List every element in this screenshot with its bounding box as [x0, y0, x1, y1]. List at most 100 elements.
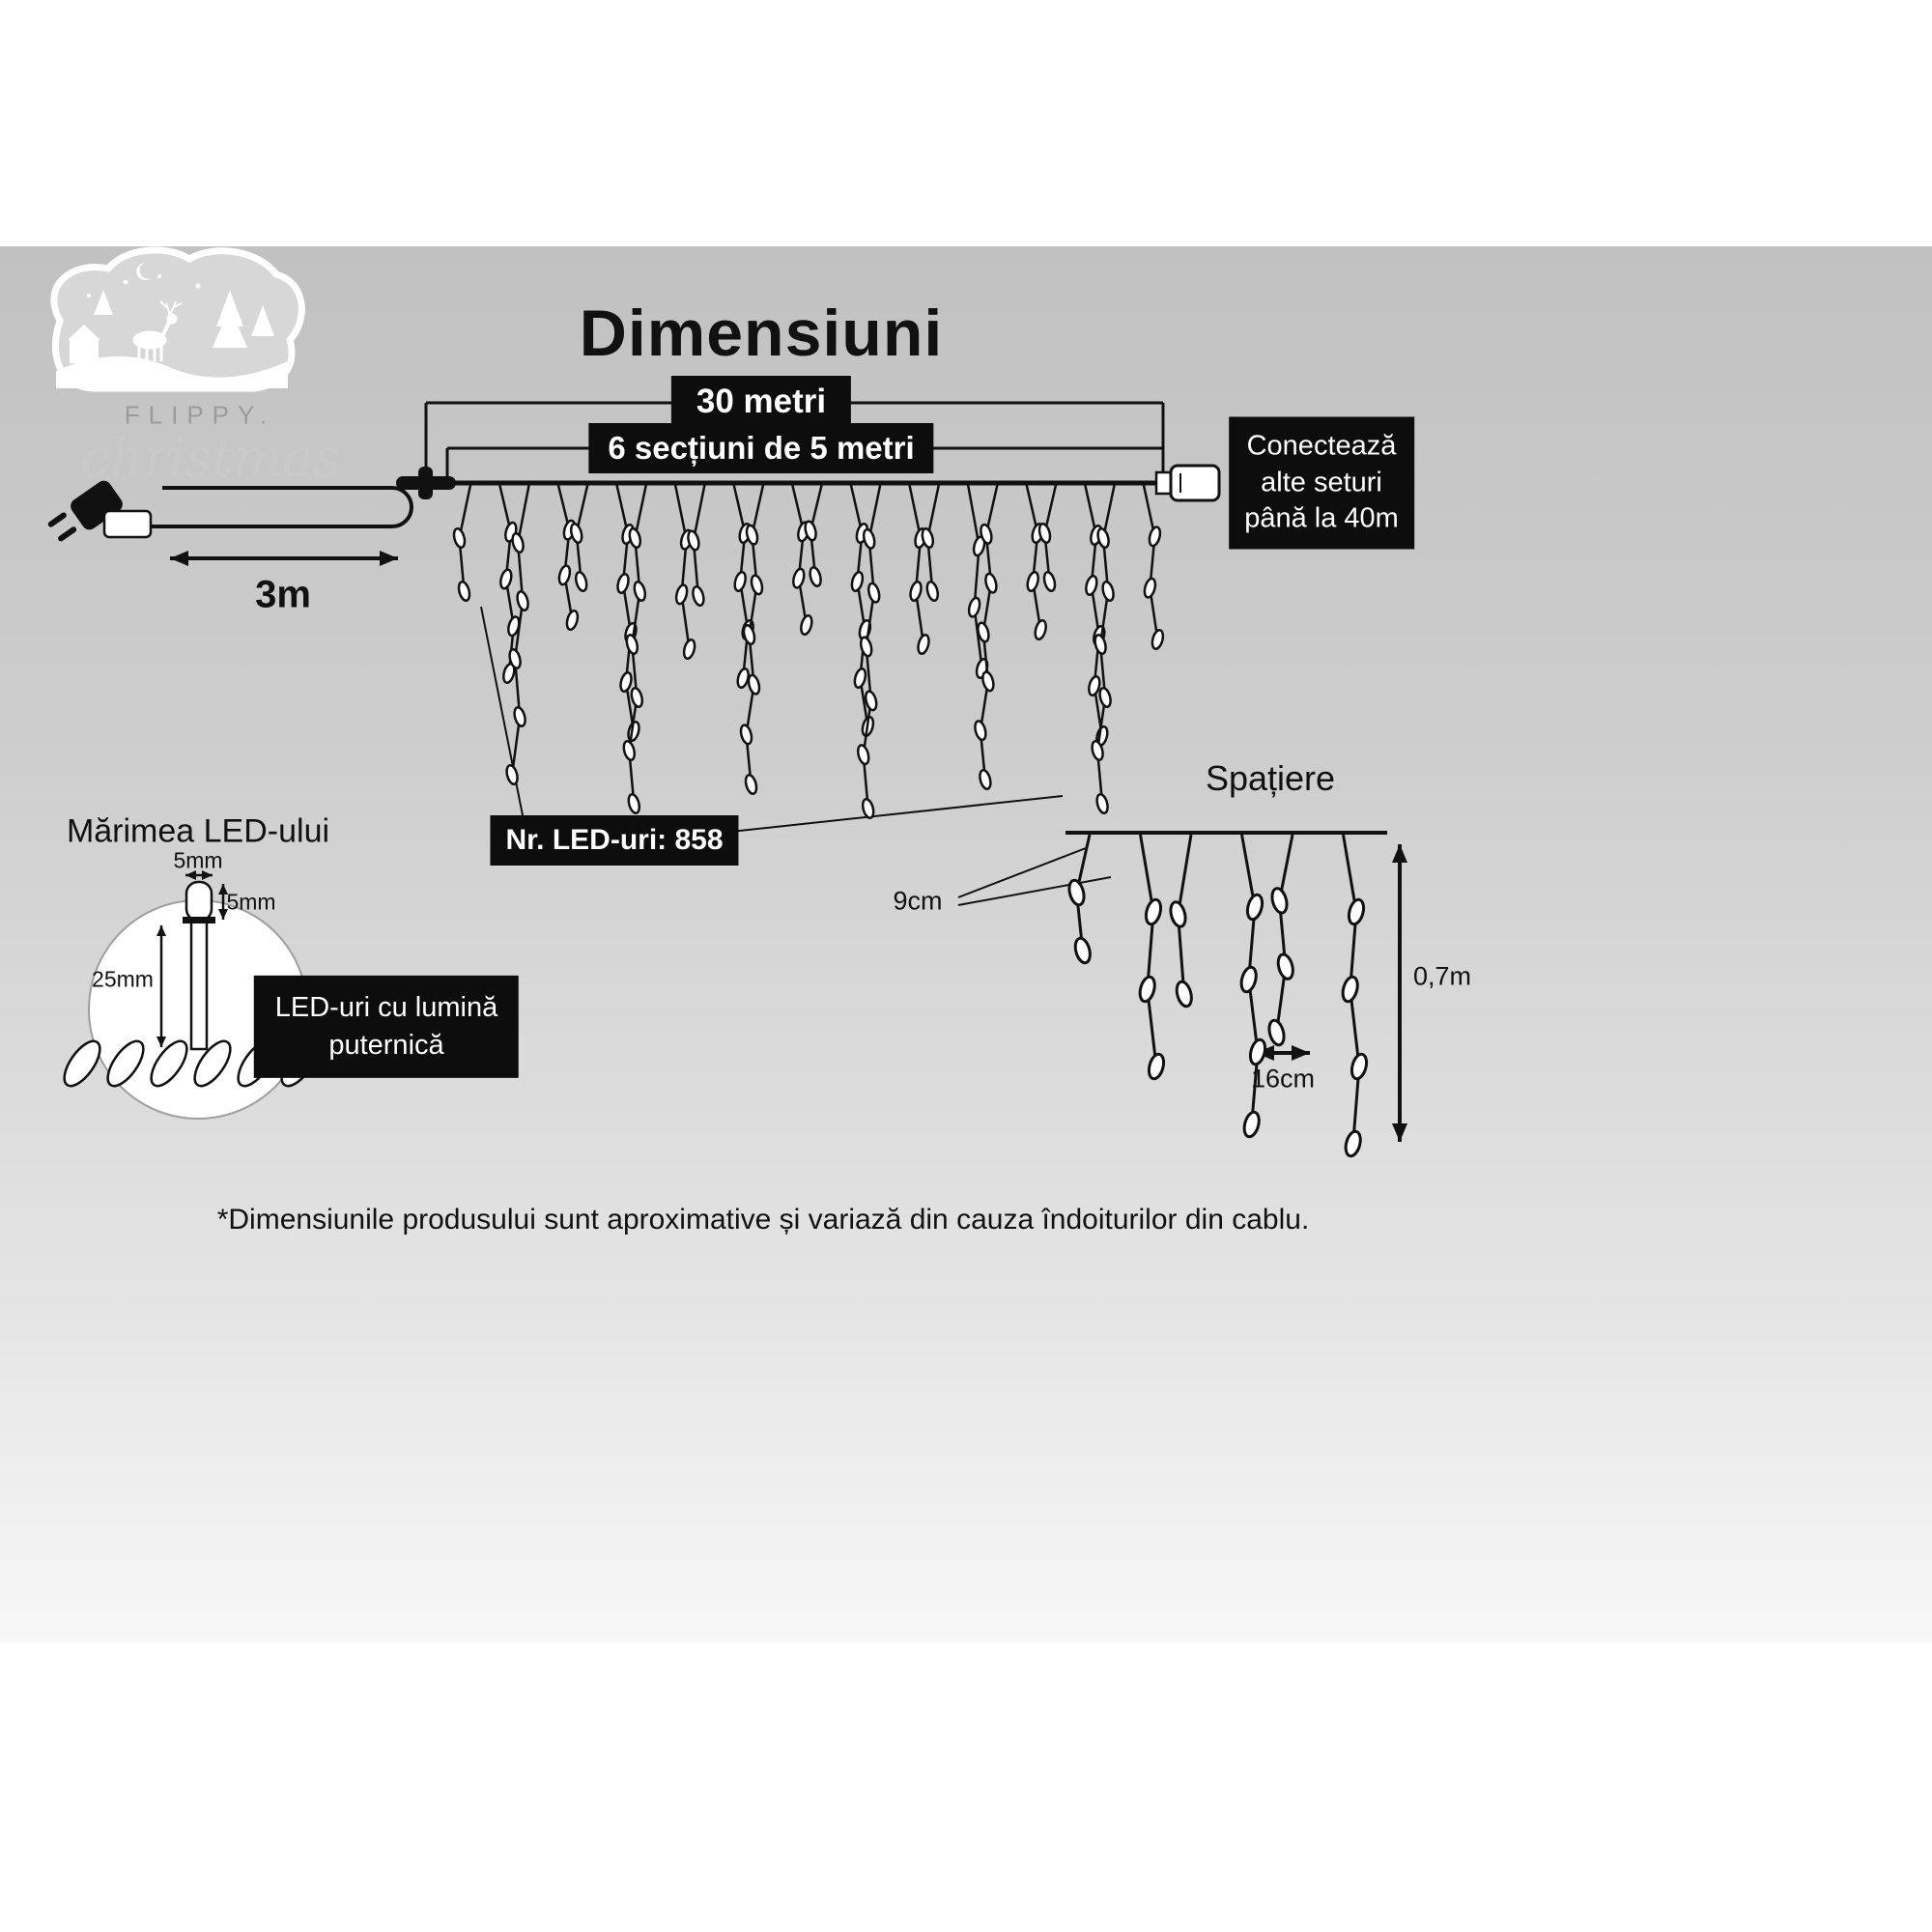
led-bulb — [499, 568, 513, 590]
led-bulb — [967, 596, 981, 618]
led-bulb — [1344, 1129, 1362, 1158]
icicle-drop — [687, 484, 706, 607]
spacing-drop — [1341, 834, 1369, 1158]
spacing-drop — [1239, 834, 1267, 1139]
led-bulb — [1095, 793, 1109, 814]
led-bulb — [747, 673, 761, 696]
led-bulb — [1270, 887, 1289, 915]
led-bulb — [513, 706, 526, 727]
connect-line-1: Conectează — [1246, 430, 1397, 462]
drop-wire — [1139, 834, 1158, 1067]
led-bulb — [1350, 1052, 1369, 1081]
led-bulb — [674, 583, 689, 606]
led-bulb — [625, 634, 639, 655]
led-bulb — [981, 670, 995, 693]
icicle-drop — [1091, 484, 1116, 814]
led-bulb — [628, 527, 642, 549]
led-bulb — [1091, 740, 1104, 761]
led-bulb — [692, 585, 705, 607]
led-bulb — [622, 740, 637, 761]
led-bulb — [850, 571, 865, 592]
led-bulb — [1245, 893, 1264, 922]
icicle-drop — [569, 484, 589, 592]
led-bulb — [979, 769, 992, 790]
led-body — [189, 916, 209, 1051]
inline-connector — [396, 467, 456, 499]
led-bulb — [1151, 629, 1165, 650]
led-bulb — [862, 527, 876, 550]
led-bulb — [1148, 526, 1162, 548]
led-bulb — [1144, 897, 1163, 926]
icicle-drop — [974, 484, 999, 790]
led-bulb — [508, 648, 522, 669]
led-bulb — [452, 527, 467, 549]
led-bulb — [574, 571, 588, 592]
led-bulb — [977, 621, 990, 643]
led-bulb — [1067, 878, 1086, 907]
led-bulb — [1147, 1052, 1166, 1081]
lead-length-label: 3m — [255, 573, 311, 616]
led-bulb — [1026, 571, 1039, 592]
spacing-drop — [1169, 834, 1193, 1009]
icicle-drop — [921, 484, 941, 602]
led-bulb — [1341, 975, 1359, 1004]
icicle-drop — [856, 484, 882, 819]
led-bulb — [861, 798, 875, 819]
led-bulb — [565, 610, 580, 631]
sections-label: 6 secțiuni de 5 metri — [588, 423, 934, 473]
drop-wire — [673, 484, 691, 650]
led-bulb — [1034, 619, 1047, 640]
power-plug — [47, 480, 153, 542]
connect-line-2: alte seturi — [1261, 467, 1382, 498]
led-size-heading: Mărimea LED-ului — [66, 812, 330, 850]
drop-wire — [849, 484, 869, 727]
led-bulb — [1138, 975, 1156, 1004]
led-bulb — [1276, 952, 1294, 980]
drop-wire — [1142, 484, 1159, 640]
led-bulb — [1175, 980, 1193, 1009]
logo-script-text: christmas — [80, 427, 341, 489]
led-bulb-shape — [185, 880, 213, 923]
drop-wire — [1275, 834, 1294, 1034]
background-gradient — [0, 246, 1932, 1642]
led-bulb — [630, 687, 644, 708]
led-bulb — [1098, 687, 1112, 708]
led-bulb — [750, 574, 764, 596]
logo-trees — [94, 290, 274, 348]
led-bulb — [1085, 575, 1098, 596]
led-bulb — [687, 529, 700, 552]
icicle-drop — [966, 484, 989, 679]
led-bulb — [1143, 577, 1157, 599]
icicle-drop — [505, 484, 530, 785]
led-bulb — [457, 581, 471, 602]
icicle-drop — [791, 484, 813, 636]
spacing-drop — [1267, 834, 1294, 1047]
connect-info-box: Conectează alte seturi până la 40m — [1229, 416, 1414, 550]
drop-wire — [510, 484, 530, 776]
led-bulb — [1169, 900, 1187, 928]
icicle-drop — [452, 484, 472, 602]
led-count-pointer-2 — [712, 795, 1064, 835]
led-bulb — [1239, 965, 1258, 994]
drop-height-label: 0,7m — [1412, 961, 1472, 991]
callout-line-2: puternică — [328, 1030, 444, 1061]
icicle-drop — [1142, 484, 1165, 650]
bulb-gap-pointer-1 — [957, 847, 1087, 898]
bulb-gap-label: 9cm — [893, 886, 943, 916]
led-bulb — [804, 520, 817, 542]
led-bulb — [853, 668, 867, 689]
led-bulb — [974, 720, 987, 742]
led-bulb — [744, 774, 758, 795]
page-title: Dimensiuni — [579, 297, 944, 370]
led-bulb — [809, 566, 822, 587]
total-length-label: 30 metri — [670, 376, 852, 428]
callout-line-1: LED-uri cu lumină — [274, 991, 498, 1023]
led-bulb — [921, 527, 935, 549]
led-bulb — [557, 564, 572, 586]
led-bulb — [1088, 675, 1101, 696]
led-bulb — [739, 724, 753, 746]
led-bulb — [800, 614, 813, 636]
drop-wire — [791, 484, 809, 626]
led-bulb — [917, 634, 930, 655]
